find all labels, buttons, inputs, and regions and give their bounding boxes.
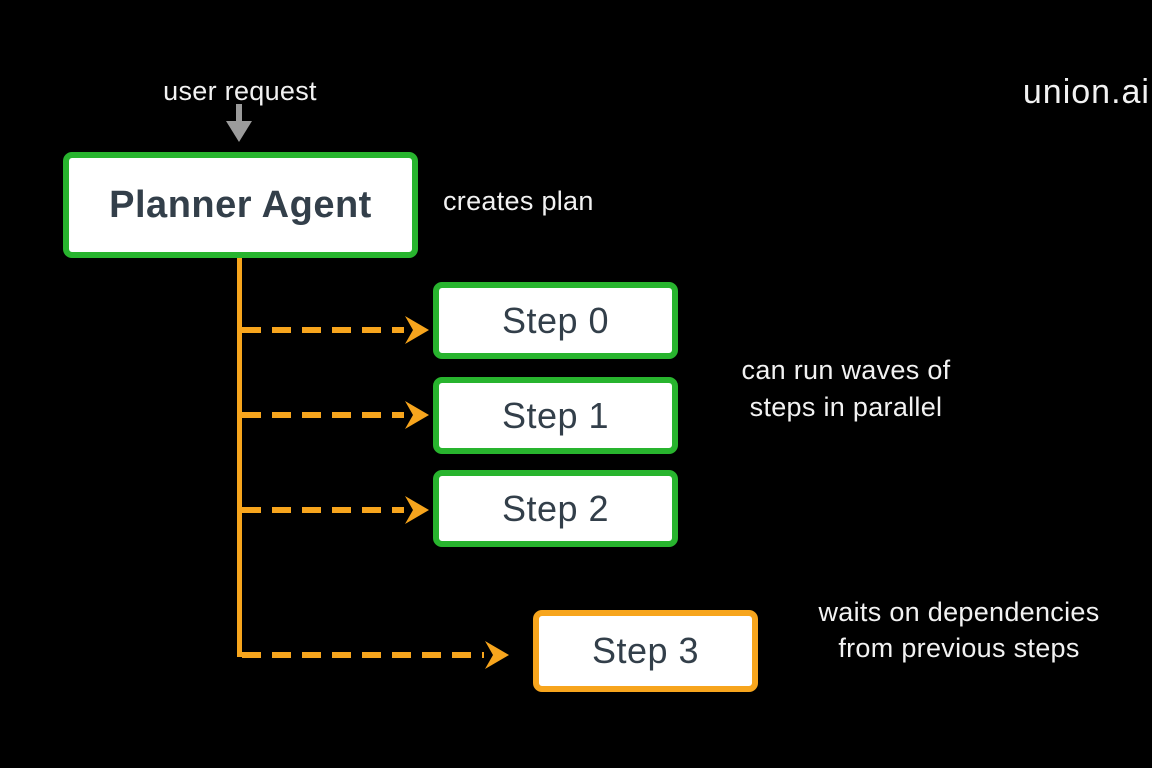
creates-plan-label: creates plan — [443, 186, 594, 216]
step-box-0: Step 0 — [433, 282, 678, 359]
waits-note-line2: from previous steps — [838, 633, 1080, 663]
step-label: Step 2 — [501, 487, 610, 529]
waits-note-line1: waits on dependencies — [818, 597, 1100, 627]
user-request-label: user request — [163, 76, 317, 106]
step-label: Step 1 — [501, 394, 610, 436]
step-box-3: Step 3 — [533, 610, 758, 692]
down-arrow-icon — [226, 104, 252, 142]
arrowhead-icon-step-3 — [485, 641, 509, 669]
union-ai-logo: union.ai — [1022, 73, 1150, 111]
step-box-1: Step 1 — [433, 377, 678, 454]
parallel-note-line1: can run waves of — [741, 355, 951, 385]
planner-agent-label: Planner Agent — [109, 183, 372, 226]
parallel-note-line2: steps in parallel — [749, 392, 943, 422]
step-box-2: Step 2 — [433, 470, 678, 547]
step-label: Step 3 — [591, 630, 700, 671]
parallel-note: can run waves of steps in parallel — [696, 352, 996, 426]
planner-agent-box: Planner Agent — [63, 152, 418, 258]
arrowhead-icon-step-0 — [405, 316, 429, 344]
arrowhead-icon-step-1 — [405, 401, 429, 429]
arrowhead-icon-step-2 — [405, 496, 429, 524]
step-label: Step 0 — [501, 299, 610, 341]
waits-note: waits on dependencies from previous step… — [770, 594, 1148, 666]
